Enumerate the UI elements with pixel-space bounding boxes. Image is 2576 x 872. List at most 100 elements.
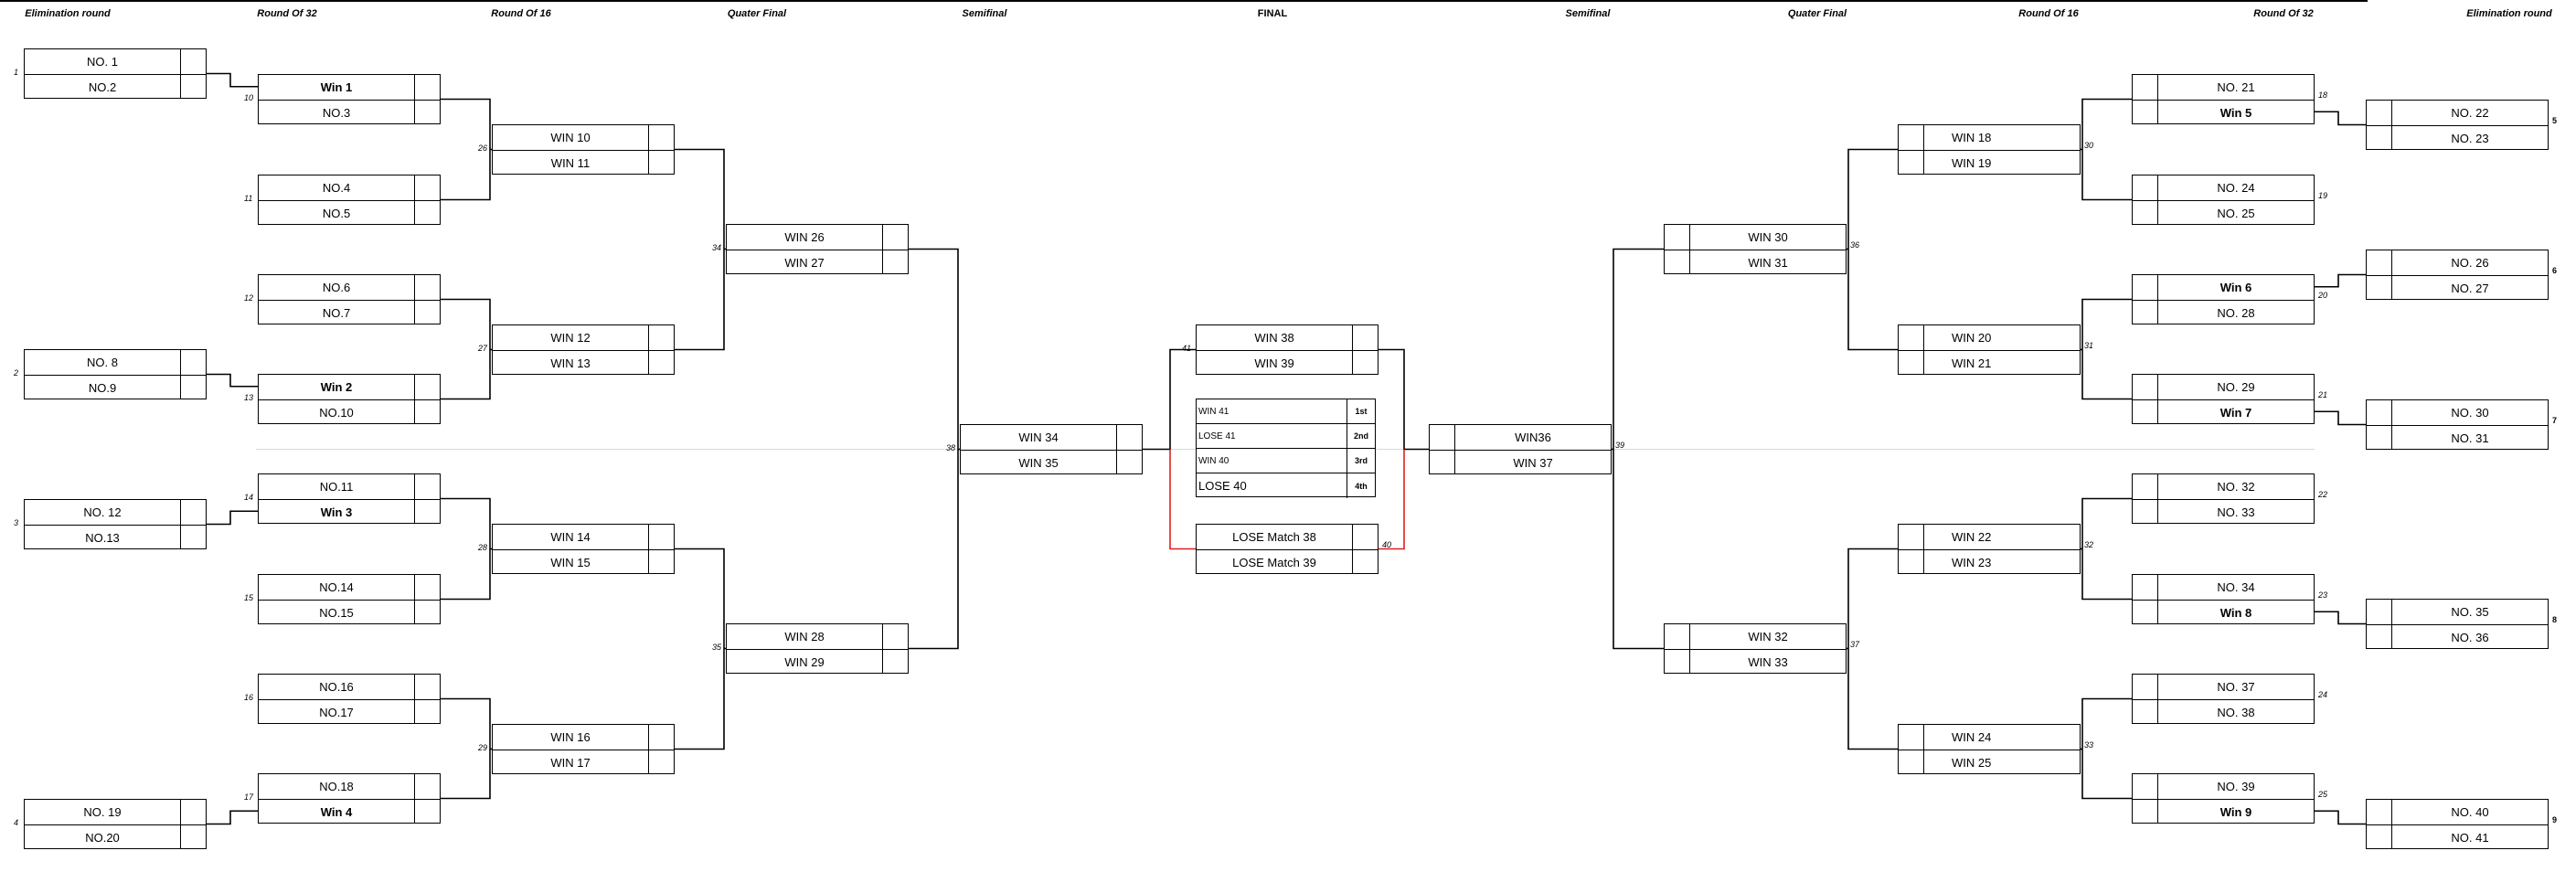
team-slot[interactable]: Win 2: [259, 375, 414, 400]
team-slot[interactable]: NO. 8: [25, 350, 180, 376]
team-slot[interactable]: NO. 32: [2158, 474, 2314, 500]
team-slot[interactable]: NO.15: [259, 601, 414, 626]
team-slot[interactable]: NO. 33: [2158, 500, 2314, 526]
team-slot[interactable]: WIN 10: [493, 125, 648, 151]
team-slot[interactable]: WIN 39: [1197, 351, 1352, 377]
team-slot[interactable]: NO.7: [259, 301, 414, 326]
team-slot[interactable]: WIN 32: [1690, 624, 1846, 650]
team-slot[interactable]: Win 1: [259, 75, 414, 101]
team-slot[interactable]: NO. 34: [2158, 575, 2314, 601]
team-slot[interactable]: NO.2: [25, 75, 180, 101]
team-slot[interactable]: WIN 24: [1924, 725, 2080, 750]
team-slot[interactable]: WIN 14: [493, 525, 648, 550]
team-slot[interactable]: NO.10: [259, 400, 414, 426]
team-slot[interactable]: NO. 23: [2392, 126, 2548, 152]
team-slot[interactable]: WIN 20: [1924, 325, 2080, 351]
team-slot[interactable]: WIN 29: [727, 650, 882, 675]
team-slot[interactable]: NO.13: [25, 526, 180, 551]
team-slot[interactable]: WIN 23: [1924, 550, 2080, 576]
team-slot[interactable]: WIN 19: [1924, 151, 2080, 176]
team-slot[interactable]: NO. 30: [2392, 400, 2548, 426]
team-slot[interactable]: NO. 25: [2158, 201, 2314, 227]
team-slot[interactable]: WIN 25: [1924, 750, 2080, 776]
team-slot[interactable]: WIN 28: [727, 624, 882, 650]
team-slot[interactable]: NO.6: [259, 275, 414, 301]
team-slot[interactable]: Win 7: [2158, 400, 2314, 426]
team-slot[interactable]: NO.9: [25, 376, 180, 401]
team-slot[interactable]: WIN 18: [1924, 125, 2080, 151]
team-slot[interactable]: WIN 27: [727, 250, 882, 276]
team-slot[interactable]: NO. 41: [2392, 825, 2548, 851]
team-slot[interactable]: WIN36: [1455, 425, 1611, 451]
team-slot[interactable]: NO. 37: [2158, 675, 2314, 700]
team-slot[interactable]: NO.4: [259, 175, 414, 201]
team-slot[interactable]: NO.18: [259, 774, 414, 800]
team-slot[interactable]: WIN 11: [493, 151, 648, 176]
team-slot[interactable]: WIN 13: [493, 351, 648, 377]
team-slot[interactable]: NO.17: [259, 700, 414, 726]
team-slot[interactable]: NO. 22: [2392, 101, 2548, 126]
team-slot[interactable]: NO. 35: [2392, 600, 2548, 625]
team-slot[interactable]: NO.3: [259, 101, 414, 126]
team-slot[interactable]: LOSE Match 38: [1197, 525, 1352, 550]
team-slot[interactable]: Win 8: [2158, 601, 2314, 626]
team-slot[interactable]: WIN 38: [1197, 325, 1352, 351]
team-slot[interactable]: Win 6: [2158, 275, 2314, 301]
team-slot[interactable]: NO. 31: [2392, 426, 2548, 452]
team-slot[interactable]: WIN 15: [493, 550, 648, 576]
team-slot[interactable]: NO. 36: [2392, 625, 2548, 651]
team-slot[interactable]: NO.14: [259, 575, 414, 601]
team-slot[interactable]: NO. 38: [2158, 700, 2314, 726]
team-slot[interactable]: NO.11: [259, 474, 414, 500]
team-slot[interactable]: Win 5: [2158, 101, 2314, 126]
team-slot[interactable]: WIN 37: [1455, 451, 1611, 476]
team-slot[interactable]: WIN 35: [961, 451, 1116, 476]
team-slot[interactable]: NO. 29: [2158, 375, 2314, 400]
team-slot[interactable]: NO.20: [25, 825, 180, 851]
team-slot[interactable]: LOSE Match 39: [1197, 550, 1352, 576]
team-slot[interactable]: WIN 22: [1924, 525, 2080, 550]
team-slot[interactable]: Win 4: [259, 800, 414, 825]
team-slot[interactable]: NO. 39: [2158, 774, 2314, 800]
team-slot[interactable]: Win 3: [259, 500, 414, 526]
team-slot[interactable]: NO. 27: [2392, 276, 2548, 302]
team-slot[interactable]: WIN 21: [1924, 351, 2080, 377]
team-slot[interactable]: WIN 30: [1690, 225, 1846, 250]
team-slot[interactable]: NO. 40: [2392, 800, 2548, 825]
team-slot[interactable]: WIN 12: [493, 325, 648, 351]
team-slot[interactable]: NO. 21: [2158, 75, 2314, 101]
team-slot[interactable]: NO. 28: [2158, 301, 2314, 326]
team-slot[interactable]: WIN 33: [1690, 650, 1846, 675]
team-slot[interactable]: NO.16: [259, 675, 414, 700]
team-slot[interactable]: NO. 24: [2158, 175, 2314, 201]
